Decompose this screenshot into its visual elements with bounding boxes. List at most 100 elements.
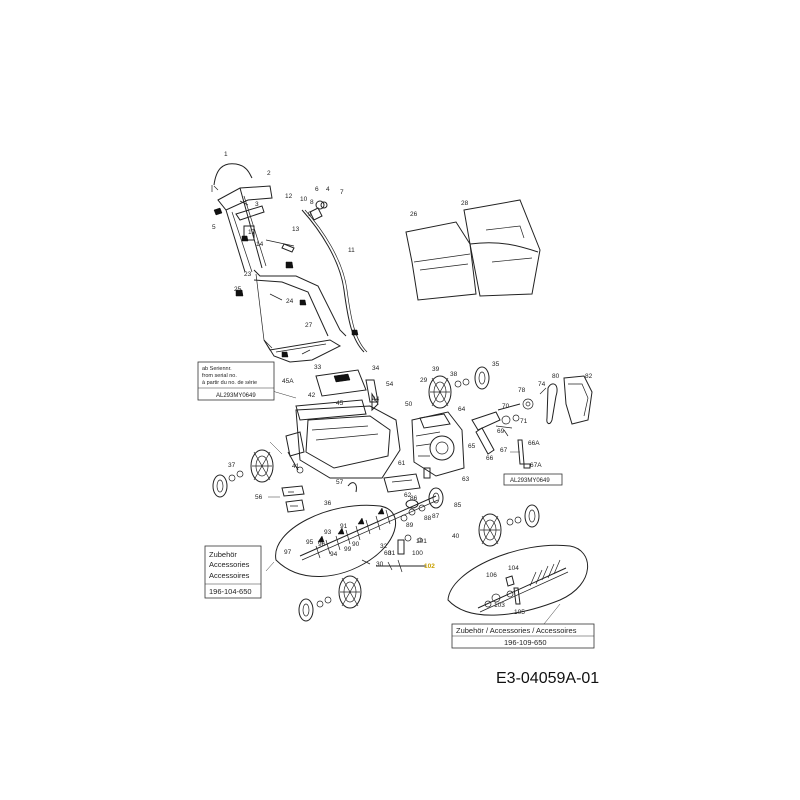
callout-12: 12	[285, 193, 293, 200]
callout-26: 26	[410, 211, 418, 218]
callout-29: 29	[420, 377, 428, 384]
callout-50: 50	[405, 401, 413, 408]
belt-tension-bracket	[471, 387, 547, 469]
wheel-upper-left	[212, 449, 274, 498]
callout-38: 38	[450, 371, 458, 378]
callout-95: 95	[306, 539, 314, 546]
callout-97: 97	[284, 549, 292, 556]
callout-39: 39	[432, 366, 440, 373]
callout-101: 101	[416, 538, 427, 545]
wheel-lower-right	[478, 504, 540, 547]
callout-11: 11	[348, 247, 355, 254]
rear-axle	[361, 534, 426, 573]
housing-deck	[285, 369, 401, 479]
callout-4: 4	[326, 186, 330, 193]
callout-93: 93	[324, 529, 332, 536]
callout-10: 10	[300, 196, 308, 203]
callout-44: 44	[372, 396, 380, 403]
callout-37: 37	[228, 462, 236, 469]
callout-1: 1	[224, 151, 228, 158]
callout-85: 85	[454, 502, 462, 509]
callout-80: 80	[552, 373, 560, 380]
wheel-lower-left	[298, 575, 362, 622]
callout-90: 90	[352, 541, 360, 548]
callout-6: 6	[315, 186, 319, 193]
callout-106: 106	[486, 572, 497, 579]
callout-64: 64	[458, 406, 466, 413]
callout-36: 36	[324, 500, 332, 507]
callout-30: 30	[376, 561, 384, 568]
serial-box-line-3: à partir du no. de série	[202, 380, 257, 386]
bolt-kit	[281, 485, 305, 513]
callout-105: 105	[514, 609, 525, 616]
callout-3: 3	[255, 201, 259, 208]
callout-31: 31	[388, 550, 396, 557]
serial-code-right: AL293MY0649	[510, 478, 550, 484]
callout-57: 57	[336, 479, 344, 486]
callout-41: 41	[292, 463, 300, 470]
callout-8: 8	[310, 199, 314, 206]
callout-5: 5	[212, 224, 216, 231]
callout-69: 69	[497, 428, 505, 435]
callout-13: 13	[292, 226, 300, 233]
callout-94: 94	[330, 551, 338, 558]
callout-67A: 67A	[530, 462, 542, 469]
callout-102-highlighted: 102	[424, 563, 435, 570]
callout-54: 54	[386, 381, 394, 388]
accessories-left-part-no: 196-104-650	[209, 587, 252, 596]
callout-100: 100	[412, 550, 423, 557]
accessory-outline-left	[275, 504, 396, 577]
callout-103: 103	[494, 602, 505, 609]
callout-24: 24	[286, 298, 294, 305]
callout-62: 62	[404, 492, 412, 499]
scarifier-shaft	[299, 487, 444, 561]
callout-23: 23	[244, 271, 252, 278]
accessories-right-part-no: 196-109-650	[504, 638, 547, 647]
callout-88: 88	[424, 515, 432, 522]
callout-45A: 45A	[282, 378, 294, 385]
callout-89: 89	[406, 522, 414, 529]
callout-65: 65	[468, 443, 476, 450]
accessories-left-line-2: Accessories	[209, 560, 250, 569]
callout-78: 78	[518, 387, 526, 394]
belt-and-cover	[546, 375, 593, 425]
callout-91: 91	[340, 523, 348, 530]
callout-labels: 1 2 3 4 5 6 7 8 9 10 11 12 13 14 17 23 2…	[212, 151, 593, 616]
serial-box-code: AL293MY0649	[216, 393, 256, 399]
wheel-upper-right	[428, 366, 490, 409]
callout-86: 86	[410, 495, 418, 502]
callout-56: 56	[255, 494, 263, 501]
document-code: E3-04059A-01	[496, 670, 599, 687]
callout-74: 74	[538, 381, 546, 388]
callout-63: 63	[462, 476, 470, 483]
callout-60: 60	[384, 550, 392, 557]
serial-box-line-2: from serial no.	[202, 373, 237, 379]
callout-35: 35	[492, 361, 500, 368]
small-bracket	[347, 482, 357, 493]
accessories-left-box: Zubehör Accessories Accessoires 196-104-…	[204, 545, 262, 599]
engine	[383, 411, 465, 509]
callout-14: 14	[256, 241, 264, 248]
serial-number-box: ab Seriennr. from serial no. à partir du…	[197, 361, 275, 401]
serial-code-right-box: AL293MY0649	[503, 473, 563, 486]
handle-assembly	[211, 163, 368, 363]
callout-17: 17	[248, 229, 256, 236]
callout-71: 71	[520, 418, 528, 425]
accessories-right-box: Zubehör / Accessories / Accessoires 196-…	[451, 623, 595, 649]
callout-104: 104	[508, 565, 519, 572]
callout-32: 32	[380, 543, 388, 550]
callout-67: 67	[500, 447, 508, 454]
callout-25: 25	[234, 286, 242, 293]
callout-61: 61	[398, 460, 406, 467]
callout-66A: 66A	[528, 440, 540, 447]
callout-7: 7	[340, 189, 344, 196]
accessory-roller	[477, 559, 569, 613]
serial-box-line-1: ab Seriennr.	[202, 366, 232, 372]
callout-2: 2	[267, 170, 271, 177]
callout-82: 82	[585, 373, 593, 380]
callout-96: 96	[318, 541, 326, 548]
callout-45: 45	[336, 400, 344, 407]
accessories-left-line-1: Zubehör	[209, 550, 237, 559]
callout-87: 87	[432, 513, 440, 520]
